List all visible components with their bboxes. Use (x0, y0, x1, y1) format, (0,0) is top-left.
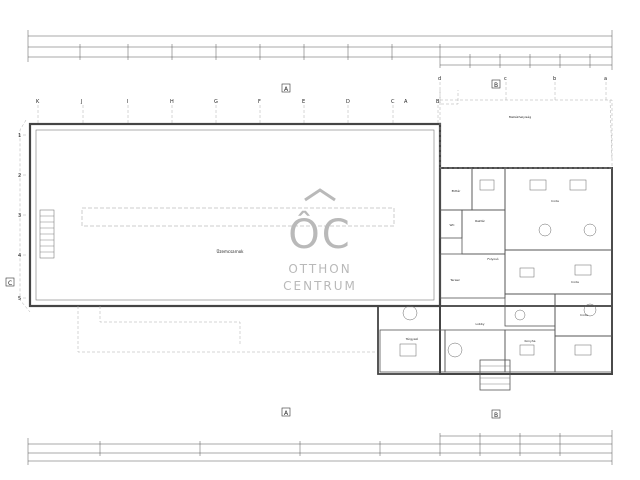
section-a-top: A (284, 86, 289, 93)
room-corridor-label: Folyosó (487, 257, 498, 261)
outdoor-paving (19, 90, 613, 353)
room-labels: Üzemcsarnok Iroda Iroda Iroda Előtér Rak… (217, 115, 588, 343)
grid-col-b-small: b (553, 76, 556, 82)
room-office-low-label: Iroda (580, 313, 588, 317)
section-b-bottom: B (494, 412, 498, 419)
bottom-dimension-lines (27, 430, 613, 465)
grid-row-3: 3 (18, 213, 21, 219)
grid-labels: K J I H G F E D C B A d c b a 1 2 3 4 5 (18, 76, 607, 302)
room-wc-label: WC (449, 223, 454, 227)
grid-col-h: H (170, 99, 174, 105)
grid-row-5: 5 (18, 296, 21, 302)
grid-row-4: 4 (18, 253, 21, 259)
grid-col-j: J (80, 99, 82, 105)
room-storage-label: Raktár (475, 219, 486, 223)
grid-col-f: F (258, 99, 261, 105)
room-office-mid-label: Iroda (571, 280, 579, 284)
room-office-right-label: Iroda (551, 199, 559, 203)
watermark-line1: OTTHON (288, 262, 351, 276)
office-wing (377, 99, 613, 391)
grid-col-g: G (214, 99, 218, 105)
grid-col-e: E (302, 99, 305, 105)
grid-col-i: I (127, 99, 128, 105)
grid-col-a: A (404, 99, 408, 105)
grid-col-c-small: c (504, 76, 507, 82)
watermark-logo: ÔC (288, 210, 351, 258)
section-c-left: C (8, 280, 12, 287)
house-roof-icon (304, 188, 336, 202)
watermark-line2: CENTRUM (283, 279, 357, 293)
grid-col-d-small: d (438, 76, 441, 82)
watermark: ÔC OTTHON CENTRUM (283, 188, 357, 293)
room-lobby-label: Lobby (475, 322, 484, 326)
section-markers: A A B B C (5, 79, 501, 419)
grid-col-d: D (346, 99, 350, 105)
section-b-top: B (494, 82, 498, 89)
room-hall-label: Üzemcsarnok (217, 249, 245, 254)
room-reception-label: Előtér (452, 189, 462, 193)
room-lounge-label: Tárgyaló (405, 337, 419, 341)
grid-row-2: 2 (18, 173, 21, 179)
grid-col-b: B (436, 99, 440, 105)
room-terrace-label: Terasz (449, 278, 460, 282)
furniture (399, 179, 597, 358)
room-kitchen-label: Konyha (524, 339, 535, 343)
main-hall (28, 122, 442, 308)
top-dimension-lines (27, 30, 613, 70)
grid-col-c: C (391, 99, 395, 105)
room-outdoor-label: Mellékhelyiség (509, 115, 531, 119)
grid-col-a-small: a (604, 76, 607, 82)
grid-col-k: K (36, 99, 40, 105)
section-a-bottom: A (284, 410, 289, 417)
grid-row-1: 1 (18, 133, 21, 139)
